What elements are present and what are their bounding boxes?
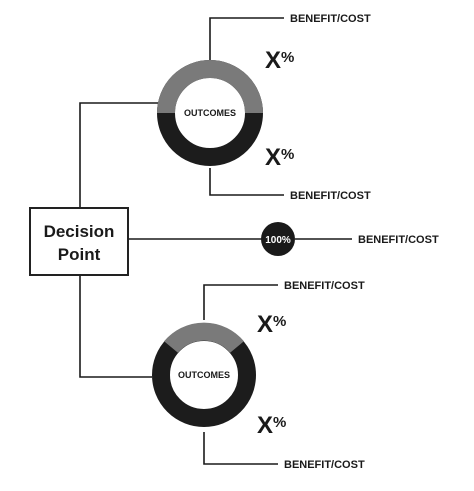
result-label-top-upper: BENEFIT/COST	[290, 13, 371, 25]
outcomes-ring-top-grey	[157, 60, 263, 114]
certain-outcome-badge: 100%	[261, 222, 295, 256]
connector-bottom-branch	[79, 275, 152, 378]
percent-bottom-upper-x: X	[257, 311, 273, 338]
percent-top-upper-x: X	[265, 47, 281, 74]
result-label-bottom-lower: BENEFIT/COST	[284, 459, 365, 471]
outcomes-label-top: OUTCOMES	[184, 108, 236, 118]
percent-bottom-lower-x: X	[257, 412, 273, 439]
percent-bottom-lower-sign: %	[273, 414, 286, 431]
percent-bottom-upper: X%	[257, 311, 286, 338]
certain-outcome-label: 100%	[265, 235, 291, 246]
connector-bottom-upper	[203, 284, 278, 320]
result-label-bottom-upper: BENEFIT/COST	[284, 280, 365, 292]
result-label-middle: BENEFIT/COST	[358, 234, 439, 246]
outcomes-label-bottom: OUTCOMES	[178, 370, 230, 380]
connector-top-upper	[209, 17, 284, 60]
percent-top-lower-x: X	[265, 144, 281, 171]
outcomes-ring-top: OUTCOMES	[157, 60, 263, 166]
certain-outcome-circle	[261, 222, 295, 256]
percent-top-lower-sign: %	[281, 146, 294, 163]
decision-point-frame	[29, 207, 129, 276]
connector-bottom-lower	[203, 432, 278, 465]
connector-top-lower	[209, 168, 284, 196]
outcomes-ring-bottom: OUTCOMES	[152, 322, 256, 427]
connector-top-branch	[79, 102, 162, 210]
result-label-top-lower: BENEFIT/COST	[290, 190, 371, 202]
percent-top-upper: X%	[265, 47, 294, 74]
percent-bottom-upper-sign: %	[273, 313, 286, 330]
percent-top-lower: X%	[265, 144, 294, 171]
outcomes-ring-bottom-grey	[164, 322, 244, 354]
connector-lines	[79, 17, 352, 465]
decision-point-line2: Point	[58, 245, 101, 264]
decision-point-line1: Decision	[44, 222, 115, 241]
percent-top-upper-sign: %	[281, 49, 294, 66]
percent-bottom-lower: X%	[257, 412, 286, 439]
decision-point-box: Decision Point	[29, 207, 129, 276]
